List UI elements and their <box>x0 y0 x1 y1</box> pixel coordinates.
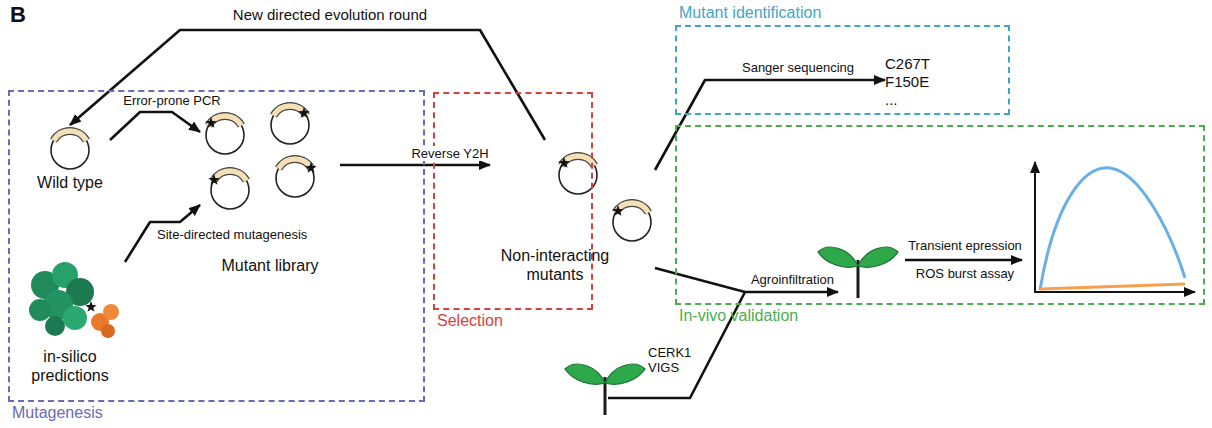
region-heading: In-vivo validation <box>679 306 798 325</box>
mutation-list: C267TF150E... <box>885 55 955 110</box>
step-label: Transient epression <box>905 238 1025 253</box>
node-text: Wild type <box>30 173 110 192</box>
drawing-use <box>271 106 309 144</box>
plant-label: CERK1 VIGS <box>646 345 694 375</box>
node-text: Non-interacting mutants <box>490 246 620 284</box>
node-text: ... <box>885 91 955 109</box>
connector-arrow <box>110 112 200 140</box>
drawing-path <box>1035 162 1195 292</box>
region-heading: Selection <box>437 311 503 330</box>
drawing-use <box>211 171 249 209</box>
wild-type-plasmid: Wild type <box>30 125 110 195</box>
ros-chart <box>1035 162 1195 292</box>
drawing-use <box>612 205 623 216</box>
drawing-use <box>206 116 244 154</box>
drawing-circle <box>103 304 119 320</box>
non-interacting-mutants: Non-interacting mutants <box>490 140 655 300</box>
step-label: ROS burst assay <box>905 266 1025 281</box>
plant-cerk1-vigs <box>565 364 645 415</box>
drawing-circle <box>29 299 51 321</box>
edge-label: Sanger sequencing <box>728 60 868 75</box>
panel-letter: B <box>8 2 38 27</box>
drawing-path <box>655 268 745 292</box>
drawing-use <box>276 159 314 197</box>
non-interacting-plasmids <box>558 156 651 241</box>
drawing-circle <box>101 324 115 338</box>
drawing-circle <box>45 316 65 336</box>
connector-arrow <box>70 30 545 140</box>
edge-label: Error-prone PCR <box>117 93 227 108</box>
region-heading: Mutant identification <box>679 3 821 22</box>
drawing-use <box>208 174 219 185</box>
drawing-use <box>85 301 96 312</box>
node-text: C267T <box>885 55 955 73</box>
region-heading: Mutagenesis <box>12 403 103 422</box>
drawing-use <box>298 107 309 118</box>
selection-region: SelectionNon-interacting mutants <box>433 92 593 310</box>
connector-arrow <box>340 164 490 167</box>
edge-label: Site-directed mutagenesis <box>155 227 325 242</box>
step-label: Agroinfiltration <box>745 272 840 287</box>
drawing-use <box>305 162 316 173</box>
protein-structure <box>29 262 119 338</box>
drawing-use <box>205 117 216 128</box>
structure-prediction: in-silico predictions <box>15 255 125 395</box>
node-text: F150E <box>885 73 955 91</box>
drawing-path <box>1040 168 1185 290</box>
mutagenesis-region: MutagenesisWild typein-silico prediction… <box>8 90 425 402</box>
drawing-path <box>905 259 1022 262</box>
node-text: Mutant library <box>200 256 340 275</box>
drawing-path <box>745 291 838 294</box>
mutant-plasmids <box>205 106 316 209</box>
drawing-use <box>558 157 569 168</box>
node-text: in-silico predictions <box>15 347 125 385</box>
mutant-library: Mutant library <box>200 110 340 280</box>
drawing-path <box>1040 284 1185 289</box>
drawing-use <box>613 203 651 241</box>
plasmid-wild-type <box>51 131 89 169</box>
edge-label: Reverse Y2H <box>408 146 492 161</box>
edge-label: New directed evolution round <box>160 6 500 23</box>
drawing-circle <box>63 306 87 330</box>
